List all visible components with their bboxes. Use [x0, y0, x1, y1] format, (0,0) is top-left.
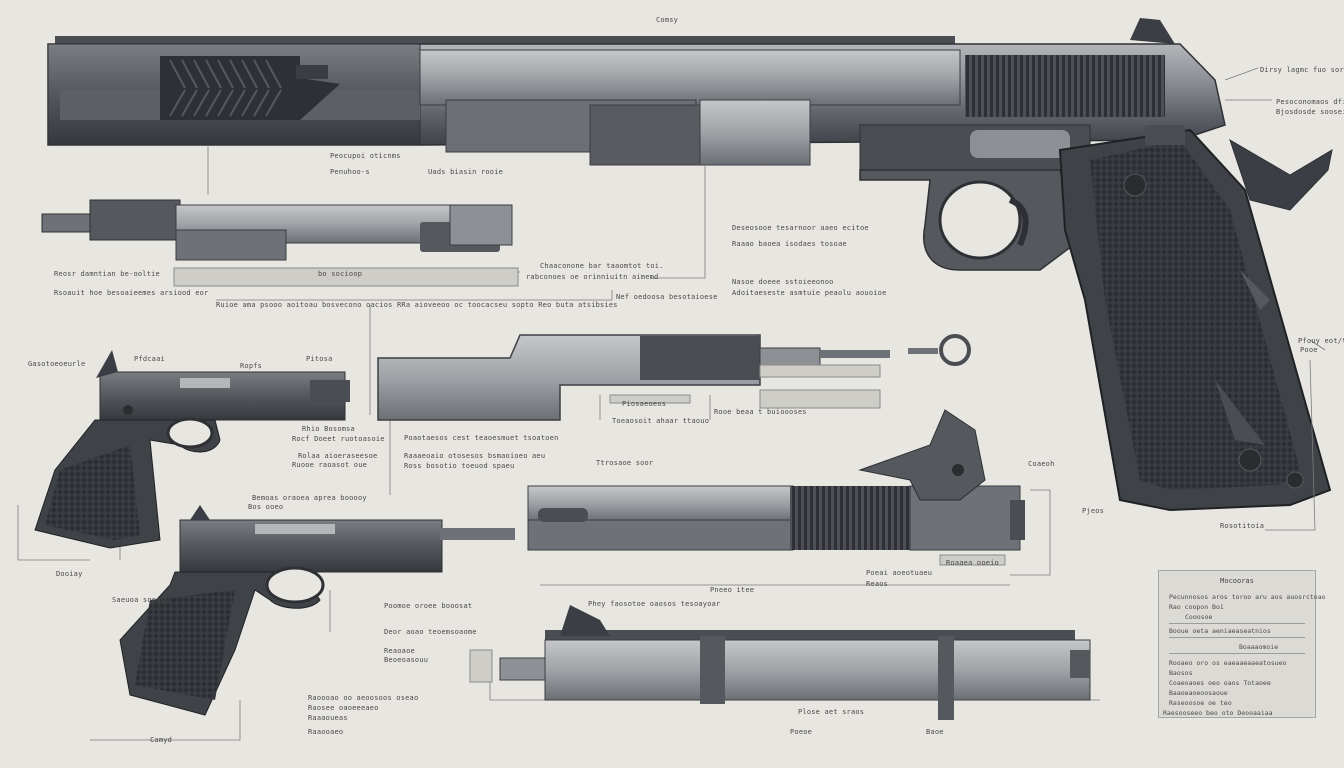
label-gun2-r2: Rocf Doeet ruotoasoie	[292, 435, 385, 443]
label-left-a1: Peocupoi oticnms	[330, 152, 401, 160]
legend-row: Raseoosoe oe teo	[1169, 699, 1232, 707]
main-pistol	[47, 18, 1333, 512]
label-fc2: Poeai aoeotuaeu	[866, 569, 933, 577]
label-g3-8: Raoooao oo aeoosoos oseao	[308, 694, 419, 702]
label-g3-4: Poomoe oroee booosat	[384, 602, 473, 610]
label-slide-b3: Toeaosoit ahaar ttaouo	[612, 417, 710, 425]
label-mid-c2: Ross bosotio toeuod spaeu	[404, 462, 515, 470]
label-g3-5: Deor aoao teoemsoaome	[384, 628, 477, 636]
label-left-b3: Ruioe ama psooo aoitoau bosvecono oacios…	[216, 301, 618, 309]
label-gun2-r1: Rhio Bosomsa	[302, 425, 355, 433]
legend-row: Coaeoaoes oeo oaos Totaoee	[1169, 679, 1271, 687]
label-bar-top: Phey faosotoe oaosos tesoayoar	[588, 600, 721, 608]
label-bar-b1: Plose aet sraos	[798, 708, 865, 716]
legend-row: Rao coopon Boi	[1169, 603, 1224, 611]
barrel-assembly-2	[469, 605, 1091, 720]
label-mid-a1: Chaaconone bar taaomtot toi.	[540, 262, 664, 270]
label-right-2b: Bjosdosde sooseia	[1276, 108, 1344, 116]
label-g3-3: Saeuoa sooasu	[112, 596, 170, 604]
label-right-c1: Coaeoh	[1028, 460, 1055, 468]
label-g3-9: Raosee oaoeeeaeo	[308, 704, 379, 712]
label-g3-10: Raaaoueas	[308, 714, 348, 722]
label-mid-a3: Nef oedoosa besotaioese	[616, 293, 718, 301]
barrel-assembly-1	[527, 409, 1025, 566]
label-gun2-top3: Ropfs	[240, 362, 263, 370]
legend-row: Baosos	[1169, 669, 1193, 677]
legend-row: Baaoeaoeoosaoue	[1169, 689, 1228, 697]
label-mid-a2: rabconoes oe orinniuitn aimemd	[526, 273, 659, 281]
label-slide-b1: Piosaeoeos	[622, 400, 667, 408]
pistol-side-2	[119, 505, 515, 716]
label-bar-b5: Reaos	[866, 580, 889, 588]
label-g3-1: Bemoas oraoea aprea booooy	[252, 494, 367, 502]
label-g3-2: Bos ooeo	[248, 503, 284, 511]
label-gun2-top1: Gasotoeoeurle	[28, 360, 86, 368]
label-right-1: Dirsy lagmc fuo sorsea	[1260, 66, 1344, 74]
legend-row: Boaaaomoie	[1239, 643, 1279, 651]
label-mid-b1: Deseosooe tesarnoor aaeo ecitoe	[732, 224, 869, 232]
label-g3-7: Beoeoasouu	[384, 656, 429, 664]
legend-row: Rooaeo oro os eaeaaeaaeatosueo	[1169, 659, 1287, 667]
label-gun2-r4: Ruooe raoasot oue	[292, 461, 368, 469]
label-right-d: Rosotitoia	[1220, 522, 1265, 530]
legend-title: Mocooras	[1220, 577, 1254, 585]
label-g3-bottom: Camyd	[150, 736, 173, 744]
label-mid-c1: Nasoe doeee sstoieeonoo	[732, 278, 834, 286]
label-bar-b4: Baoe	[926, 728, 944, 736]
label-mid-c3: Adoitaeseste asmtuie peaolu aouoioe	[732, 289, 887, 297]
label-fc4: Roaaea ooeio	[946, 559, 999, 567]
label-mid-b2: Raaao baoea isodaes tosoae	[732, 240, 847, 248]
legend-box: Mocooras Pecunnosos aros toroo aru aos a…	[1158, 570, 1326, 718]
legend-row: Cooosoe	[1185, 613, 1213, 621]
label-left-a2: Penuhoo-s	[330, 168, 370, 176]
label-right-c2: Pjeos	[1082, 507, 1105, 515]
label-right-2a: Pesoconomaos dfiesoc	[1276, 98, 1344, 106]
label-slide-b2: Rooe beaa t buioooses	[714, 408, 807, 416]
label-gun2-bottom: Dooiay	[56, 570, 83, 578]
label-bar-b3: Poeoe	[790, 728, 813, 736]
label-mid-d1: Poaotaesos cest teaoesmuet tsoatoen	[404, 434, 559, 442]
label-left-b1: Reosr damntian be-ooltie	[54, 270, 160, 278]
pistol-side-1	[34, 350, 350, 549]
label-fc1: Pfouy eot/tee	[1298, 337, 1344, 345]
legend-row: Raesooseeo beo oto Deooaaiaa	[1163, 709, 1273, 717]
label-g3-6: Reaoaoe	[384, 647, 415, 655]
label-gun2-r3: Rolaa aioeraseesoe	[298, 452, 378, 460]
label-slide-a: Ttrosaoe soor	[596, 459, 654, 467]
receiver-component	[377, 334, 971, 421]
label-mid-d2: Raaaeoaio otosesos bsmaoioeo aeu	[404, 452, 546, 460]
label-gun2-top4: Pitosa	[306, 355, 333, 363]
label-top-center: Comsy	[656, 16, 679, 24]
legend-row: Booue oeta aeniaeaseatnios	[1169, 627, 1271, 635]
legend-row: Pecunnosos aros toroo aru aos auosrctoao	[1169, 593, 1326, 601]
label-left-b2: Rsoauit hoe besoaieemes arsiood eor	[54, 289, 209, 297]
label-gun2-top2: Pfdcaai	[134, 355, 165, 363]
label-left-b4: bo socioop	[318, 270, 363, 278]
slide-component	[41, 199, 519, 287]
label-fc3: Pooe	[1300, 346, 1318, 354]
label-g3-11: Raaooaeo	[308, 728, 344, 736]
label-left-a3: Uads biasin rooie	[428, 168, 504, 176]
label-bar-b2: Pneeo itee	[710, 586, 755, 594]
